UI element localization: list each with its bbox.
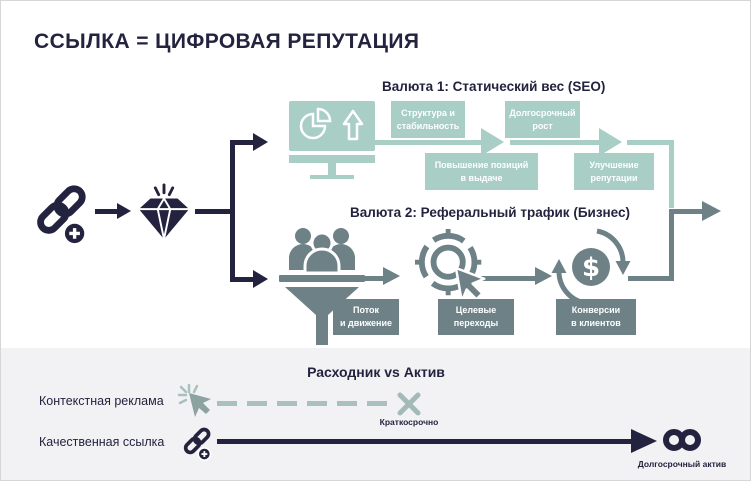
biz-box-conversions: Конверсии в клиентов [556, 299, 636, 335]
seo-arrow2-line [510, 140, 599, 145]
x-mark-icon [397, 392, 421, 416]
seo-box-positions: Повышение позиций в выдаче [425, 153, 538, 190]
arrow-link-to-diamond-head [117, 203, 131, 219]
branch-top-arrow-head [253, 133, 268, 151]
infinity-icon [663, 428, 703, 452]
diamond-output-line [195, 209, 233, 214]
comparison-title: Расходник vs Актив [307, 364, 445, 380]
diamond-icon [135, 180, 193, 246]
audience-funnel-icon [279, 225, 365, 347]
output-arrow-line [669, 209, 702, 214]
seo-line-to-merge [627, 140, 674, 145]
svg-text:$: $ [582, 253, 600, 283]
seo-arrow1-head [481, 128, 504, 156]
page-title: ССЫЛКА = ЦИФРОВАЯ РЕПУТАЦИЯ [34, 30, 420, 53]
row-label-quality-link: Качественная ссылка [39, 435, 165, 449]
seo-arrow2-head [599, 128, 622, 156]
monitor-growth-icon [289, 101, 375, 181]
branch-bottom-line [230, 277, 254, 282]
dollar-conversion-icon: $ [547, 227, 635, 307]
solid-asset-line [217, 439, 631, 444]
target-click-icon [415, 229, 493, 307]
seo-box-reputation: Улучшение репутации [574, 153, 654, 190]
branch-vertical-line [230, 140, 235, 282]
biz-arrow1-line [347, 276, 383, 281]
arrow-link-to-diamond [95, 209, 117, 214]
biz-arrow2-line [463, 276, 535, 281]
asset-arrow-head [631, 429, 657, 453]
seo-arrow1-line [373, 140, 481, 145]
branch-bottom-arrow-head [253, 270, 268, 288]
biz-box-flow: Поток и движение [333, 299, 399, 335]
biz-box-targeted-visits: Целевые переходы [438, 299, 514, 335]
currency1-heading: Валюта 1: Статический вес (SEO) [382, 79, 606, 94]
seo-box-growth: Долгосрочный рост [505, 101, 580, 138]
biz-arrow1-head [383, 267, 400, 285]
comparison-section [1, 348, 750, 480]
link-add-icon [34, 184, 92, 248]
seo-vertical-merge-line [669, 140, 674, 208]
row-label-context-ads: Контекстная реклама [39, 394, 164, 408]
branch-top-line [230, 140, 254, 145]
click-cursor-icon [177, 383, 215, 421]
biz-vertical-merge-line [669, 213, 674, 281]
dashed-shortterm-line [217, 401, 395, 406]
seo-box-structure: Структура и стабильность [391, 101, 465, 138]
caption-longterm-asset: Долгосрочный актив [637, 459, 727, 469]
link-add-icon-small [182, 427, 214, 462]
biz-line-to-merge [628, 276, 674, 281]
output-arrow-head [702, 201, 721, 221]
currency2-heading: Валюта 2: Реферальный трафик (Бизнес) [350, 205, 631, 220]
caption-shortterm: Краткосрочно [379, 417, 439, 427]
biz-arrow2-head [535, 267, 552, 285]
